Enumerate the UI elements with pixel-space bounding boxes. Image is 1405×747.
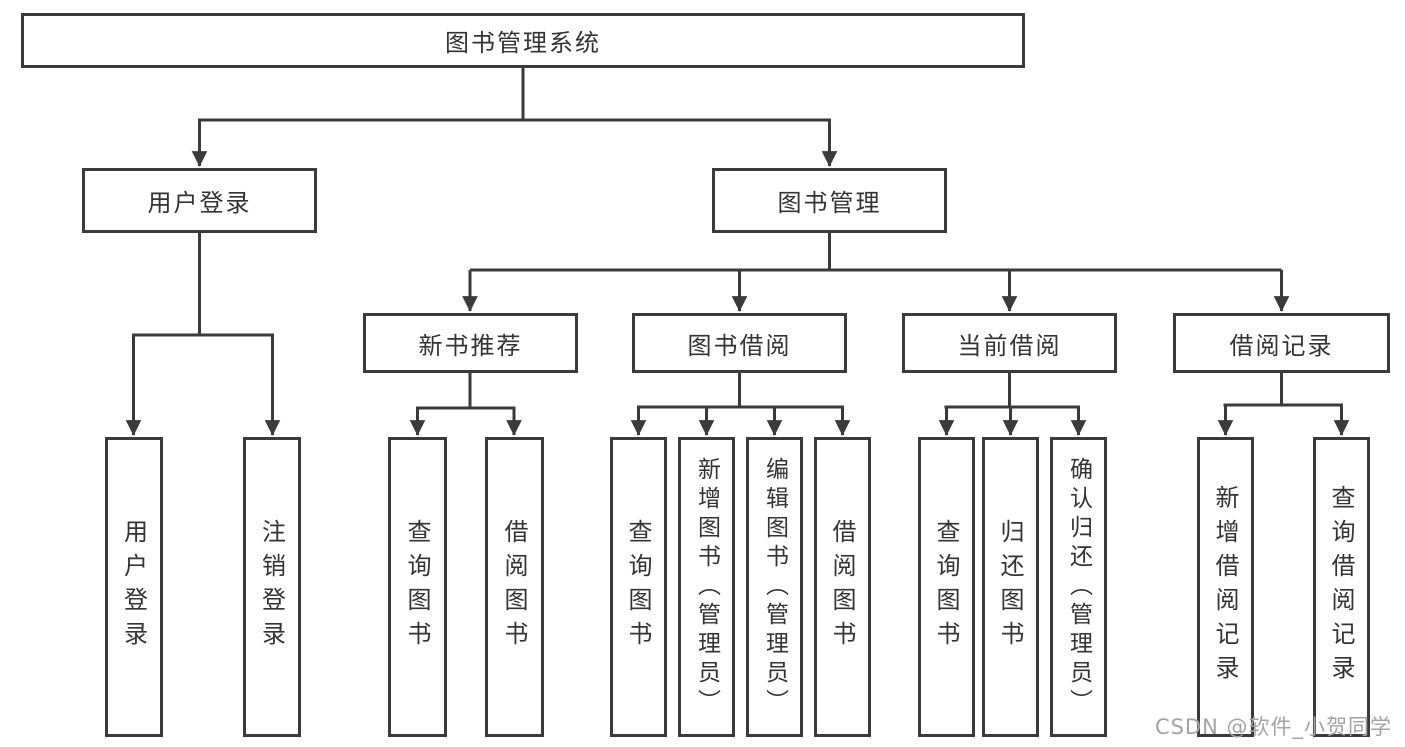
connector-current-trunk [944, 373, 1080, 409]
node-label: 新书推荐 [418, 331, 523, 360]
node-label: 图书借阅 [687, 331, 792, 360]
node-library-management-system: 图书管理系统 [21, 13, 1025, 68]
node-book-borrowing: 图书借阅 [632, 313, 847, 373]
node-label: 确认归还（管理员） [1065, 456, 1092, 718]
node-label: 归还图书 [996, 519, 1024, 655]
node-label: 查询图书 [403, 519, 431, 655]
connector-management-trunk [470, 233, 1282, 272]
leaf-query-books-2: 查询图书 [610, 437, 667, 737]
leaf-query-books-1: 查询图书 [388, 437, 447, 737]
connector-record-trunk [1223, 373, 1343, 407]
node-label: 用户登录 [147, 189, 252, 217]
node-label: 新增借阅记录 [1211, 485, 1239, 689]
connector-borrowing-trunk [637, 373, 844, 409]
node-label: 查询借阅记录 [1327, 485, 1355, 689]
leaf-return-books: 归还图书 [982, 437, 1039, 737]
node-label: 编辑图书（管理员） [761, 456, 788, 718]
leaf-confirm-return-admin: 确认归还（管理员） [1050, 437, 1107, 737]
csdn-watermark: CSDN @软件_小贺同学 [1154, 715, 1392, 739]
leaf-add-borrow-record: 新增借阅记录 [1197, 437, 1254, 737]
connector-root-trunk [198, 68, 831, 122]
leaf-borrow-books-1: 借阅图书 [485, 437, 544, 737]
node-label: 新增图书（管理员） [693, 456, 720, 718]
leaf-add-books-admin: 新增图书（管理员） [678, 437, 735, 737]
leaf-borrow-books-2: 借阅图书 [814, 437, 871, 737]
leaf-logout: 注销登录 [243, 437, 301, 737]
node-borrowing-records: 借阅记录 [1173, 313, 1390, 373]
leaf-query-borrow-record: 查询借阅记录 [1313, 437, 1370, 737]
node-label: 查询图书 [624, 519, 652, 655]
connector-newbook-trunk [416, 373, 516, 410]
node-new-book-recommendation: 新书推荐 [363, 313, 578, 373]
node-current-borrowing: 当前借阅 [902, 313, 1117, 373]
node-user-login: 用户登录 [82, 168, 317, 233]
connector-login-trunk [132, 233, 274, 337]
node-label: 注销登录 [257, 519, 286, 655]
node-label: 借阅记录 [1229, 331, 1334, 360]
leaf-user-login: 用户登录 [105, 437, 163, 737]
node-book-management: 图书管理 [712, 168, 947, 233]
node-label: 图书管理 [777, 189, 882, 217]
node-label: 借阅图书 [500, 519, 528, 655]
node-label: 图书管理系统 [445, 29, 601, 57]
node-label: 用户登录 [119, 519, 148, 655]
node-label: 查询图书 [932, 519, 960, 655]
node-label: 当前借阅 [957, 331, 1062, 360]
leaf-edit-books-admin: 编辑图书（管理员） [746, 437, 803, 737]
node-label: 借阅图书 [828, 519, 856, 655]
leaf-query-books-3: 查询图书 [918, 437, 975, 737]
